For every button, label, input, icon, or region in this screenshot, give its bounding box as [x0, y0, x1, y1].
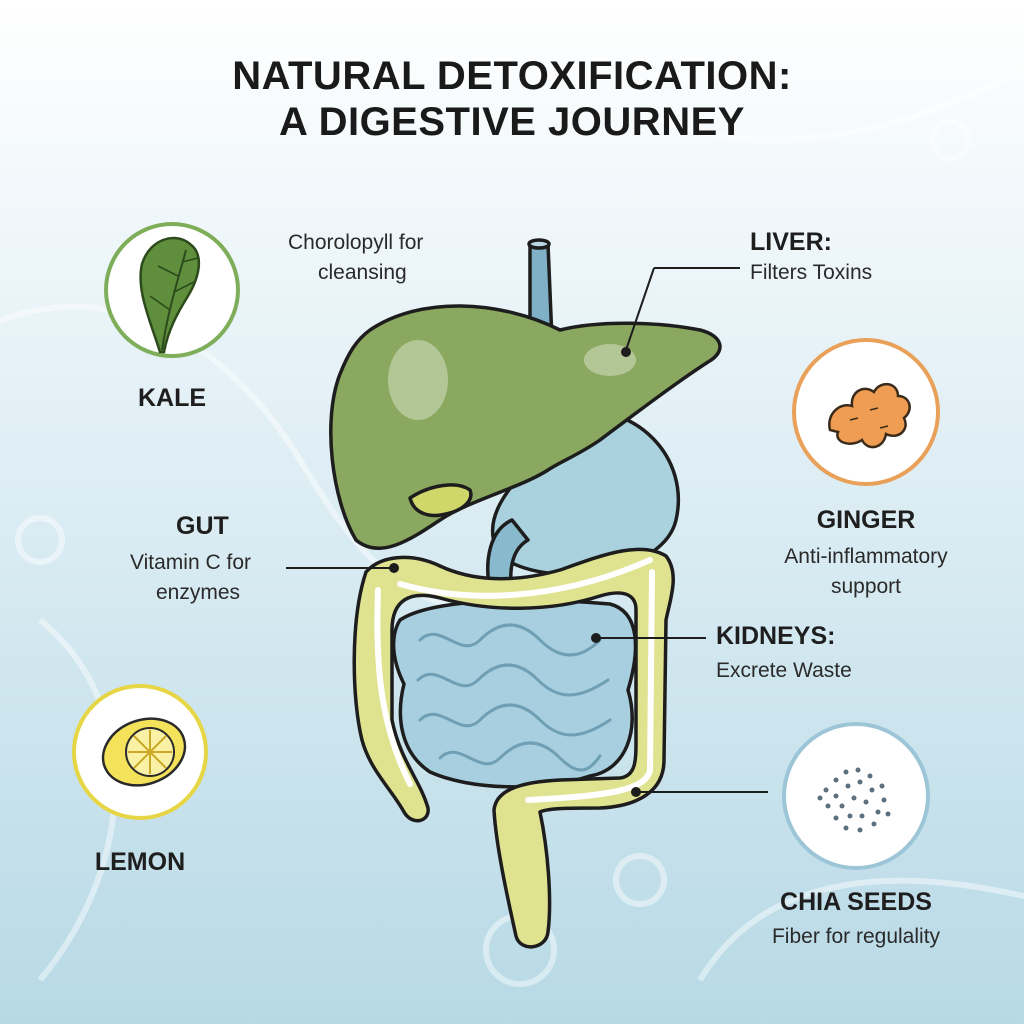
chia-note: Fiber for regulality — [771, 925, 941, 948]
chia-badge — [782, 722, 930, 870]
ginger-note-line2: support — [830, 575, 902, 598]
small-intestine-coils — [416, 623, 612, 772]
page-title-line1: NATURAL DETOXIFICATION: — [232, 54, 792, 98]
chlorophyll-note-line2: cleansing — [318, 261, 407, 284]
page-title-line2: A DIGESTIVE JOURNEY — [279, 100, 745, 144]
lemon-badge — [72, 684, 208, 820]
kidneys-note: Excrete Waste — [716, 659, 852, 682]
gut-note-line2: enzymes — [156, 581, 241, 604]
liver-label: LIVER: — [750, 228, 832, 256]
colon — [352, 547, 675, 949]
chlorophyll-note-line1: Chorolopyll for — [288, 231, 424, 254]
gut-note-line1: Vitamin C for — [130, 551, 251, 574]
organ-highlights — [388, 340, 636, 420]
ginger-badge — [792, 338, 940, 486]
ginger-label: GINGER — [816, 506, 916, 534]
chia-label: CHIA SEEDS — [780, 888, 932, 916]
lemon-slice-icon — [101, 717, 187, 787]
kale-badge — [104, 222, 240, 358]
chia-seeds-icon — [817, 767, 891, 833]
leader-lines — [286, 267, 768, 797]
kale-leaf-icon — [139, 236, 200, 354]
gut-label: GUT — [176, 512, 229, 540]
lemon-label: LEMON — [94, 848, 186, 876]
colon-inner-line — [374, 557, 655, 803]
kidneys-label: KIDNEYS: — [716, 622, 836, 650]
ginger-root-icon — [828, 383, 911, 449]
gallbladder — [408, 483, 473, 518]
digestive-organs — [329, 238, 722, 949]
liver-note: Filters Toxins — [750, 261, 873, 284]
ginger-note-line1: Anti-inflammatory — [784, 545, 948, 568]
kale-label: KALE — [137, 384, 207, 412]
